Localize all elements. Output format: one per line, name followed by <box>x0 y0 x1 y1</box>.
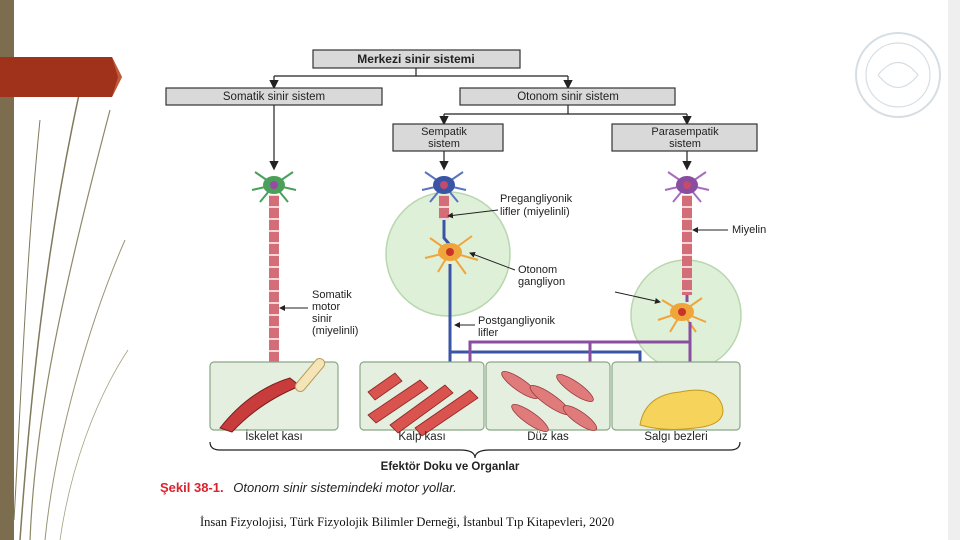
effector-group-label: Efektör Doku ve Organlar <box>381 461 520 473</box>
parasympathetic-box: Parasempatik sistem <box>611 123 758 152</box>
sympathetic-label-line1: Sempatik <box>421 126 467 138</box>
somatic-motor-label-line4: (miyelinli) <box>312 325 358 337</box>
effector-glands-label: Salgı bezleri <box>644 431 707 443</box>
myelin-label: Miyelin <box>732 224 766 236</box>
somatic-motor-label-line2: motor <box>312 301 340 313</box>
effector-bracket <box>209 441 741 459</box>
smooth-muscle-illustration <box>501 371 598 432</box>
cns-box: Merkezi sinir sistemi <box>312 49 521 69</box>
autonomic-box: Otonom sinir sistem <box>459 87 676 106</box>
figure-caption: Şekil 38-1. Otonom sinir sistemindeki mo… <box>160 480 457 495</box>
somatic-motor-label-line1: Somatik <box>312 289 352 301</box>
footer-citation: İnsan Fizyolojisi, Türk Fizyolojik Bilim… <box>200 515 615 529</box>
somatic-label: Somatik sinir sistem <box>223 91 325 103</box>
red-arrow-tab <box>0 57 122 97</box>
caption-prefix: Şekil 38-1. <box>160 480 224 495</box>
hierarchy-connectors <box>269 68 692 171</box>
gland-illustration <box>639 389 724 430</box>
somatic-motor-label-line3: sinir <box>312 313 333 325</box>
autonomic-ganglion-label-line2: gangliyon <box>518 276 565 288</box>
effector-panels <box>209 358 741 437</box>
left-border-strip <box>0 0 14 540</box>
effector-names: İskelet kası Kalp kası Düz kas Salgı bez… <box>245 430 707 443</box>
cardiac-muscle-illustration <box>367 372 479 437</box>
preganglionic-label-line2: lifler (miyelinli) <box>500 206 570 218</box>
effector-cardiac-label: Kalp kası <box>398 431 445 443</box>
autonomic-label: Otonom sinir sistem <box>517 91 619 103</box>
parasympathetic-label-line2: sistem <box>669 138 701 150</box>
postganglionic-label-line2: lifler <box>478 327 499 339</box>
somatic-box: Somatik sinir sistem <box>165 87 383 106</box>
somatic-neuron <box>251 171 297 386</box>
label-pointers <box>279 209 728 328</box>
postganglionic-label-line1: Postgangliyonik <box>478 315 556 327</box>
sympathetic-label-line2: sistem <box>428 138 460 150</box>
faded-society-seal <box>855 32 941 118</box>
cns-label: Merkezi sinir sistemi <box>357 52 474 66</box>
decorative-grass-lines <box>13 89 129 540</box>
preganglionic-label-line1: Pregangliyonik <box>500 193 573 205</box>
skeletal-muscle-illustration <box>219 358 326 433</box>
parasympathetic-label-line1: Parasempatik <box>651 126 719 138</box>
caption-text: Otonom sinir sistemindeki motor yollar. <box>233 480 456 495</box>
annotation-labels: Pregangliyonik lifler (miyelinli) Miyeli… <box>312 193 766 339</box>
right-border-strip <box>948 0 960 540</box>
autonomic-ganglion-label-line1: Otonom <box>518 264 557 276</box>
sympathetic-box: Sempatik sistem <box>392 123 504 152</box>
effector-smooth-label: Düz kas <box>527 431 569 443</box>
autonomic-motor-pathways-diagram: Merkezi sinir sistemi Somatik sinir sist… <box>160 49 766 495</box>
effector-skeletal-label: İskelet kası <box>245 430 303 443</box>
